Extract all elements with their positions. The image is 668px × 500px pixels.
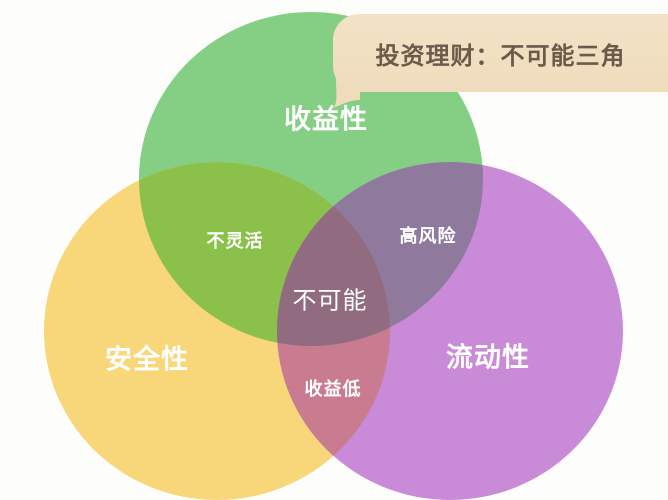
- liquidity-label: 流动性: [446, 342, 530, 374]
- yield-label: 收益性: [284, 104, 368, 136]
- safety-liquidity-label: 收益低: [304, 379, 362, 400]
- yield-liquidity-label: 高风险: [399, 226, 457, 247]
- center-overlap: [277, 162, 390, 346]
- yield-safety-label: 不灵活: [206, 231, 264, 252]
- diagram-title: 投资理财：不可能三角: [375, 41, 626, 70]
- center-label: 不可能: [292, 286, 368, 315]
- safety-label: 安全性: [105, 344, 189, 376]
- title-callout: 投资理财：不可能三角: [333, 14, 668, 92]
